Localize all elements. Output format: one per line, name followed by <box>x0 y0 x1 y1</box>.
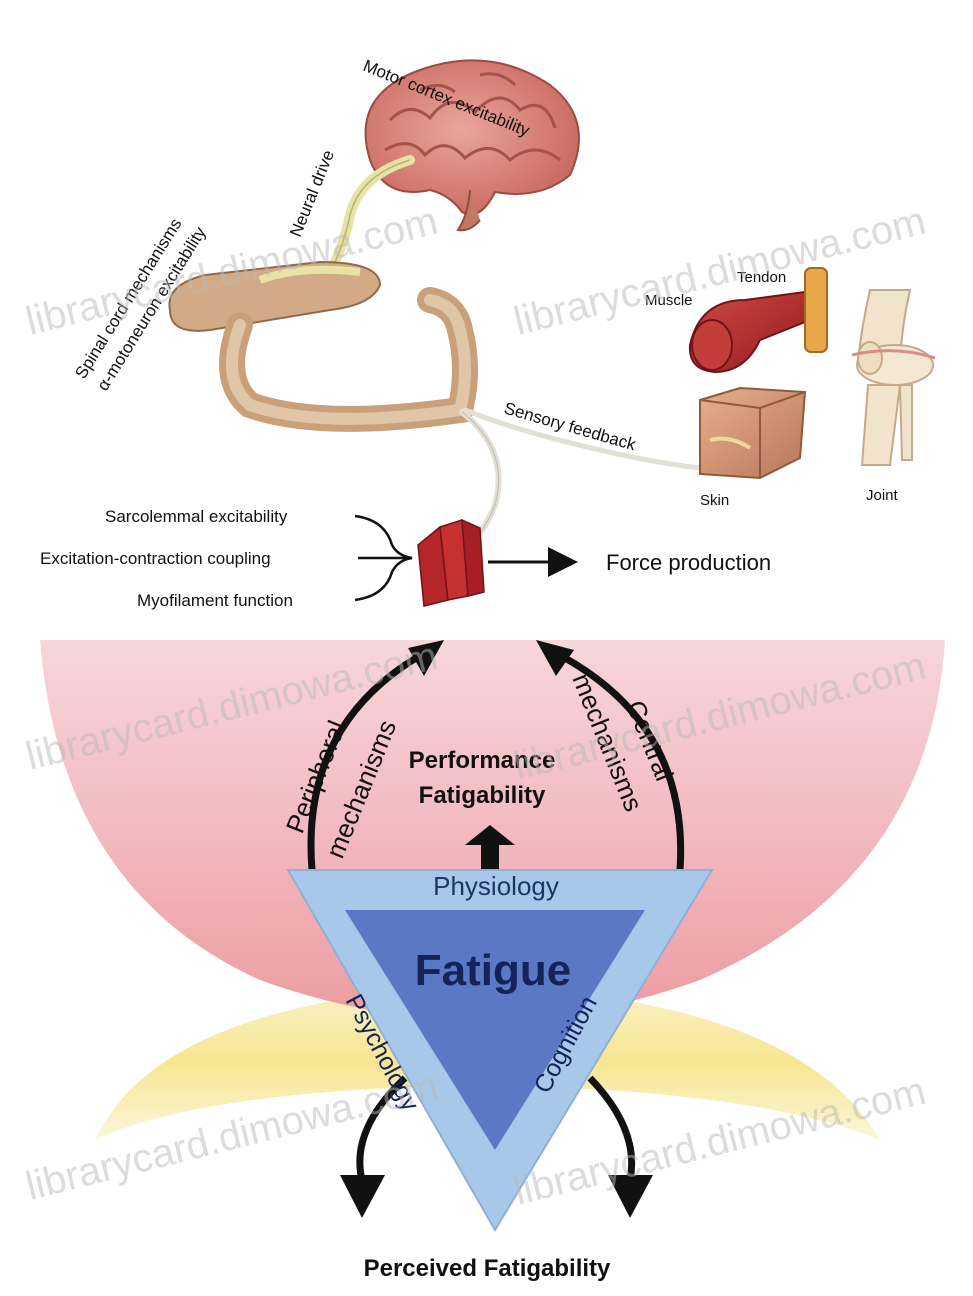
muscle-fiber-bundle <box>418 520 484 606</box>
joint-label: Joint <box>866 487 899 504</box>
sensory-feedback-label: Sensory feedback <box>502 399 639 455</box>
joint-illustration <box>852 290 935 465</box>
myofilament-label: Myofilament function <box>137 591 293 610</box>
ec-coupling-label: Excitation-contraction coupling <box>40 549 271 568</box>
perceived-fatigability-label: Perceived Fatigability <box>364 1255 611 1282</box>
force-production-label: Force production <box>606 550 771 575</box>
psychology-arrowhead <box>340 1175 385 1218</box>
physiology-label: Physiology <box>433 871 559 901</box>
sarcolemmal-label: Sarcolemmal excitability <box>105 507 288 526</box>
fatigue-label: Fatigue <box>415 946 571 995</box>
skin-illustration <box>700 388 805 478</box>
skin-label: Skin <box>700 492 729 509</box>
